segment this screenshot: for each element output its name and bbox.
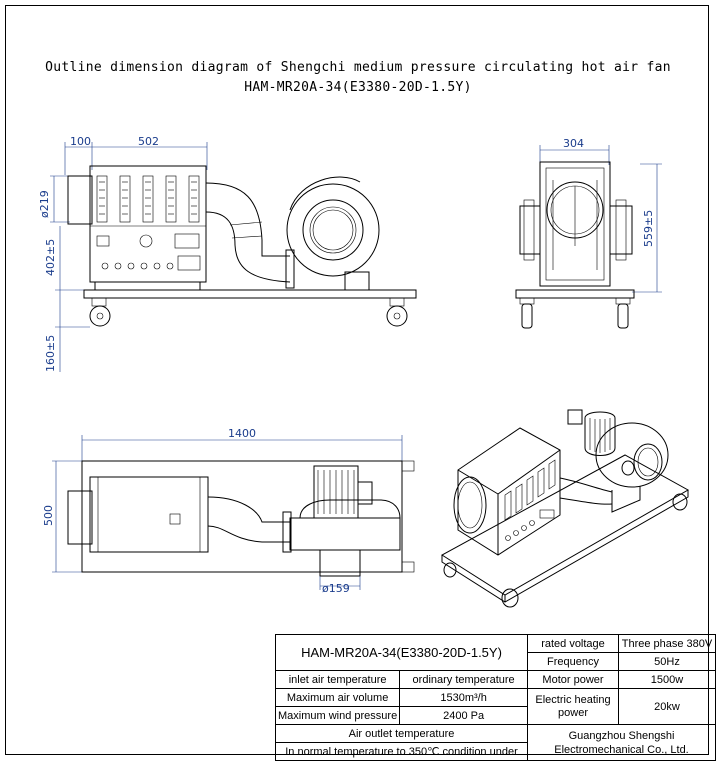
motor-power-label: Motor power (527, 670, 619, 689)
dim-500: 500 (42, 505, 55, 526)
dim-160: 160±5 (44, 335, 57, 372)
inlet-temp-label: inlet air temperature (274, 670, 401, 689)
outlet-temp-label: Air outlet temperature (275, 724, 528, 743)
drawing-title: Outline dimension diagram of Shengchi me… (45, 60, 671, 75)
rated-voltage-value: Three phase 380V (618, 634, 716, 653)
dim-1400: 1400 (228, 427, 256, 440)
dim-100: 100 (70, 135, 91, 148)
top-view: 1400 500 ø159 (42, 427, 415, 595)
spec-table: HAM-MR20A-34(E3380-20D-1.5Y) rated volta… (274, 634, 716, 761)
inlet-temp-value: ordinary temperature (399, 670, 528, 689)
motor-power-value: 1500w (618, 670, 716, 689)
front-view: 100 502 ø219 402±5 160±5 (38, 135, 417, 372)
max-pressure-value: 2400 Pa (399, 706, 528, 725)
dim-502: 502 (138, 135, 159, 148)
side-view: 304 559±5 (515, 137, 662, 329)
isometric-view (441, 409, 690, 608)
model-cell: HAM-MR20A-34(E3380-20D-1.5Y) (275, 634, 528, 671)
max-pressure-label: Maximum wind pressure (274, 706, 401, 725)
dim-304: 304 (563, 137, 584, 150)
heating-power-label: Electric heating power (527, 688, 619, 725)
model-subtitle: HAM-MR20A-34(E3380-20D-1.5Y) (244, 80, 472, 95)
dim-559: 559±5 (642, 210, 655, 247)
dim-219: ø219 (38, 190, 51, 218)
max-volume-label: Maximum air volume (274, 688, 401, 707)
dim-159: ø159 (322, 582, 350, 595)
frequency-value: 50Hz (618, 652, 716, 671)
rated-voltage-label: rated voltage (527, 634, 619, 653)
heating-power-value: 20kw (618, 688, 716, 725)
max-volume-value: 1530m³/h (399, 688, 528, 707)
frequency-label: Frequency (527, 652, 619, 671)
outlet-temp-value: In normal temperature to 350℃ condition … (275, 742, 528, 761)
company-name: Guangzhou Shengshi Electromechanical Co.… (527, 724, 716, 761)
dim-402: 402±5 (44, 239, 57, 276)
